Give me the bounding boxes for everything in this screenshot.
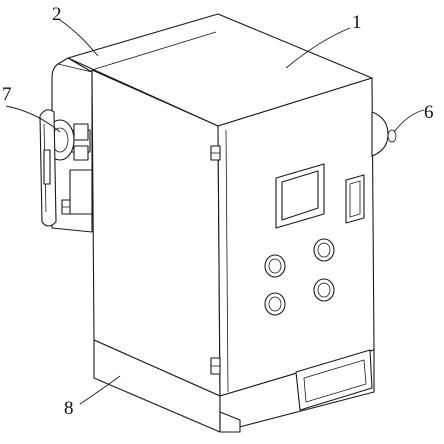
cabinet-base-frame	[93, 339, 375, 433]
callout-label-1: 1	[352, 12, 362, 33]
door-handle	[345, 174, 365, 224]
callout-label-7: 7	[2, 84, 12, 105]
callout-label-8: 8	[64, 398, 74, 419]
wheel-handle-assembly	[39, 109, 93, 227]
display-screen	[275, 163, 325, 229]
control-button-top-right	[313, 238, 335, 262]
hinge-top	[210, 145, 221, 161]
cabinet-front-door	[217, 77, 375, 397]
callout-label-2: 2	[52, 4, 62, 25]
control-button-bottom-right	[313, 278, 335, 302]
leader-lines	[5, 19, 425, 405]
side-fitting	[371, 111, 397, 157]
control-button-top-left	[264, 254, 286, 278]
control-button-bottom-left	[264, 292, 286, 316]
hinge-bottom	[210, 357, 221, 375]
callout-label-6: 6	[424, 102, 434, 123]
